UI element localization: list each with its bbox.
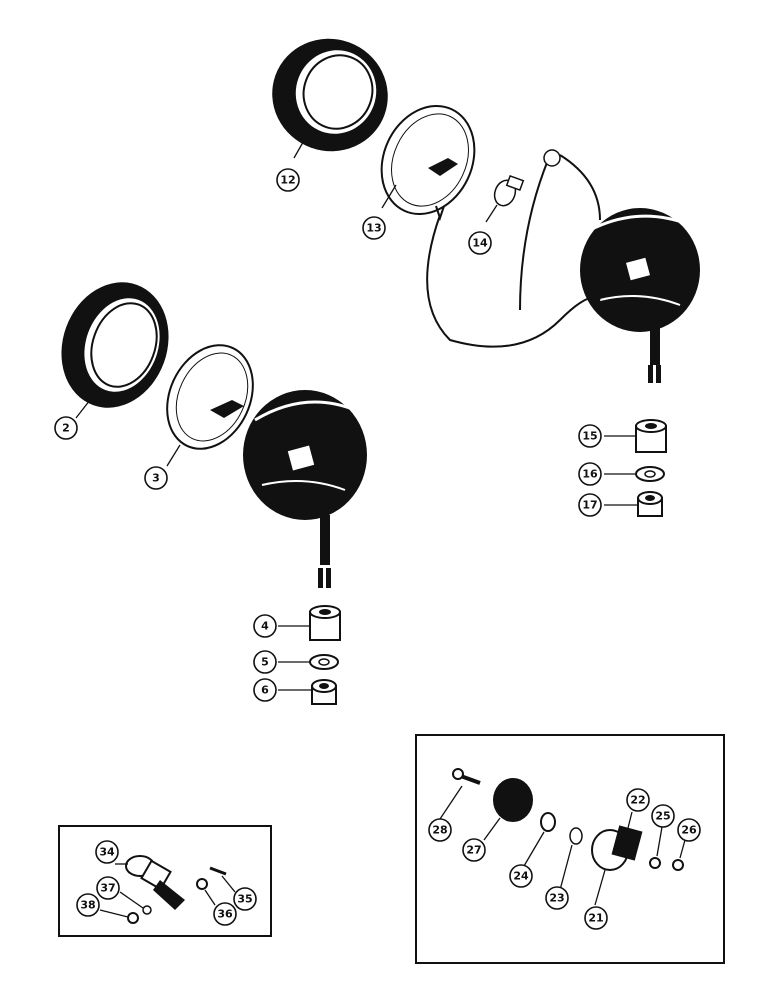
screw-28 <box>452 768 481 785</box>
nut-17 <box>637 491 663 517</box>
callout-17: 17 <box>578 493 602 517</box>
callout-22: 22 <box>626 788 650 812</box>
nut-36 <box>196 878 208 890</box>
callout-14: 14 <box>468 231 492 255</box>
callout-16: 16 <box>578 462 602 486</box>
callout-label: 22 <box>630 794 645 807</box>
callout-21: 21 <box>584 906 608 930</box>
nut-24 <box>540 812 556 832</box>
sealed-beam-3 <box>166 344 254 450</box>
callout-label: 37 <box>100 882 115 895</box>
switch-body-21 <box>591 825 643 871</box>
spacer-15 <box>635 419 667 453</box>
callout-4: 4 <box>253 614 277 638</box>
sealed-beam-13 <box>380 104 476 216</box>
callout-label: 14 <box>472 237 488 250</box>
callout-label: 5 <box>261 656 269 669</box>
callout-label: 13 <box>366 222 381 235</box>
washer-37 <box>142 905 152 915</box>
callout-24: 24 <box>509 864 533 888</box>
lamp-housing-upper <box>580 208 700 383</box>
inset-box-socket <box>58 825 272 937</box>
callout-13: 13 <box>362 216 386 240</box>
callout-label: 24 <box>513 870 529 883</box>
callout-25: 25 <box>651 804 675 828</box>
socket-34 <box>125 855 185 910</box>
callout-label: 2 <box>62 422 70 435</box>
callout-label: 21 <box>588 912 603 925</box>
callout-36: 36 <box>213 902 237 926</box>
lamp-rim-2 <box>61 282 169 408</box>
callout-27: 27 <box>462 838 486 862</box>
callout-23: 23 <box>545 886 569 910</box>
callout-label: 35 <box>237 893 252 906</box>
callout-label: 6 <box>261 684 269 697</box>
lamp-housing-lower <box>243 390 367 588</box>
callout-label: 28 <box>432 824 447 837</box>
callout-layer: 2345612131415161721222324252627283435363… <box>54 168 701 930</box>
knob-27 <box>493 778 533 822</box>
callout-3: 3 <box>144 466 168 490</box>
callout-2: 2 <box>54 416 78 440</box>
callout-label: 4 <box>261 620 269 633</box>
callout-label: 23 <box>549 892 564 905</box>
callout-28: 28 <box>428 818 452 842</box>
callout-label: 25 <box>655 810 670 823</box>
callout-26: 26 <box>677 818 701 842</box>
callout-5: 5 <box>253 650 277 674</box>
callout-label: 12 <box>280 174 295 187</box>
callout-label: 17 <box>582 499 597 512</box>
callout-35: 35 <box>233 887 257 911</box>
callout-15: 15 <box>578 424 602 448</box>
bulb-14 <box>493 174 525 207</box>
callout-12: 12 <box>276 168 300 192</box>
callout-label: 26 <box>681 824 697 837</box>
callout-label: 38 <box>80 899 95 912</box>
leader-lines <box>75 129 686 918</box>
lamp-rim-12 <box>272 38 388 152</box>
nut-6 <box>311 679 337 705</box>
callout-label: 16 <box>582 468 598 481</box>
callout-label: 36 <box>217 908 233 921</box>
washer-16 <box>635 466 665 482</box>
washer-5 <box>309 654 339 670</box>
washer-23 <box>569 827 583 845</box>
callout-37: 37 <box>96 876 120 900</box>
nut-25 <box>649 857 661 869</box>
spacer-4 <box>309 605 341 641</box>
wiring-harness-upper <box>426 149 601 348</box>
callout-38: 38 <box>76 893 100 917</box>
inset-box-switch <box>415 734 725 964</box>
nut-38 <box>127 912 139 924</box>
callout-6: 6 <box>253 678 277 702</box>
nut-26 <box>672 859 684 871</box>
screw-35 <box>209 866 227 876</box>
callout-label: 15 <box>582 430 597 443</box>
callout-34: 34 <box>95 840 119 864</box>
callout-label: 27 <box>466 844 481 857</box>
callout-label: 3 <box>152 472 160 485</box>
callout-label: 34 <box>99 846 115 859</box>
